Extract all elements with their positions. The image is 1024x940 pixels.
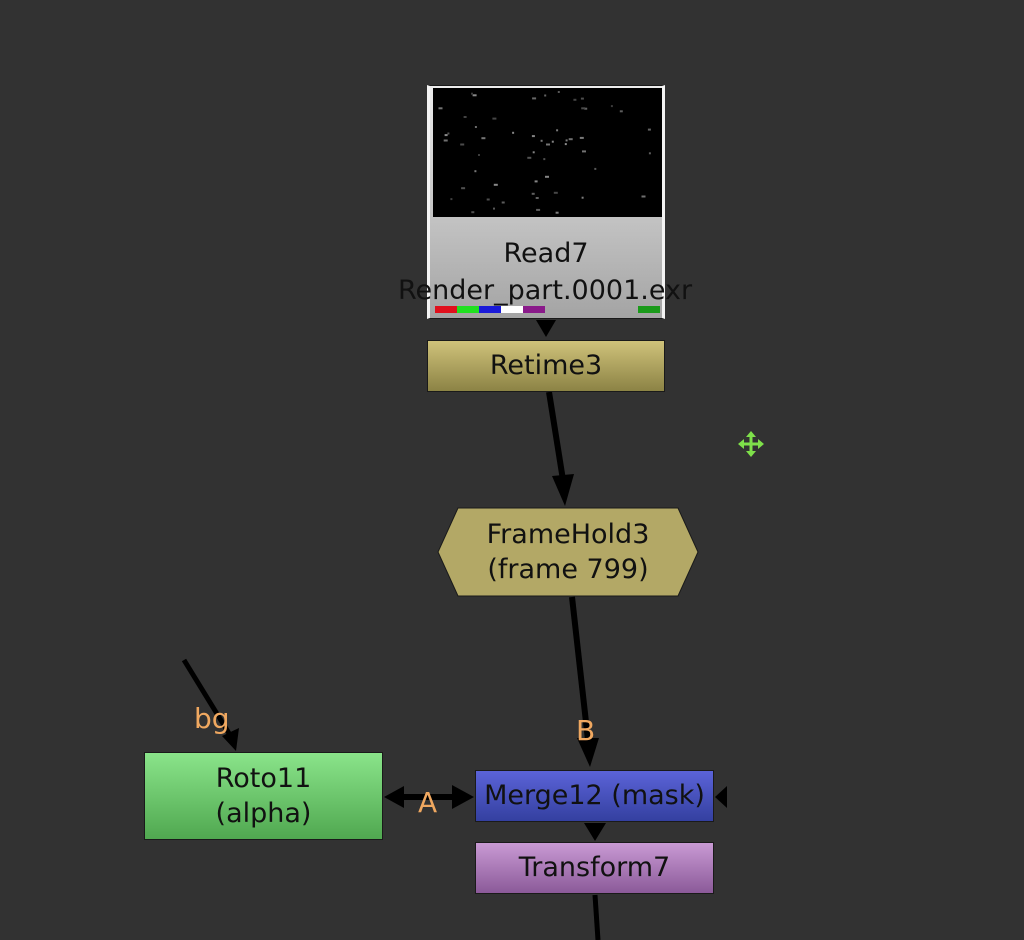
thumbnail-speck xyxy=(493,207,495,210)
channel-alpha xyxy=(501,306,523,313)
framehold-node-text: FrameHold3 (frame 799) xyxy=(438,508,698,596)
thumbnail-speck xyxy=(573,98,577,101)
thumbnail-speck xyxy=(527,156,532,159)
thumbnail-speck xyxy=(545,175,549,178)
thumbnail-speck xyxy=(444,134,448,137)
thumbnail-speck xyxy=(463,116,467,118)
framehold-node-sub: (frame 799) xyxy=(487,554,649,585)
thumbnail-speck xyxy=(551,140,554,143)
thumbnail-speck xyxy=(534,180,538,183)
thumbnail-speck xyxy=(535,197,539,199)
wire-bg-input[interactable] xyxy=(181,658,233,737)
thumbnail-speck xyxy=(460,143,465,146)
thumbnail-speck xyxy=(512,131,515,134)
roto-node-label: Roto11 xyxy=(215,762,312,794)
move-cursor-icon xyxy=(738,431,764,457)
channel-green xyxy=(457,306,479,313)
input-label-b: B xyxy=(576,714,596,747)
thumbnail-speck xyxy=(501,201,505,204)
thumbnail-speck xyxy=(565,139,568,142)
wire-bg-input-arrow xyxy=(222,728,239,751)
merge-node-label: Merge12 (mask) xyxy=(484,780,705,812)
thumbnail-speck xyxy=(556,129,559,132)
thumbnail-speck xyxy=(557,91,560,93)
thumbnail-speck xyxy=(536,208,541,211)
thumbnail-speck xyxy=(531,135,535,138)
thumbnail-speck xyxy=(568,138,573,141)
thumbnail-speck xyxy=(447,132,450,135)
channel-status-green xyxy=(638,306,660,313)
thumbnail-speck xyxy=(443,139,448,142)
thumbnail-speck xyxy=(546,143,550,146)
wire-read-to-retime[interactable] xyxy=(536,320,556,337)
wire-merge-to-transform[interactable] xyxy=(584,823,606,841)
retime-node-label: Retime3 xyxy=(489,350,603,382)
thumbnail-speck xyxy=(532,151,535,154)
thumbnail-speck xyxy=(580,97,584,100)
thumbnail-speck xyxy=(474,126,477,128)
thumbnail-speck xyxy=(544,94,547,97)
thumbnail-speck xyxy=(581,196,584,199)
wire-retime-to-framehold[interactable] xyxy=(546,391,566,481)
wire-transform-output[interactable] xyxy=(592,894,601,940)
thumbnail-speck xyxy=(461,187,466,190)
channel-red xyxy=(435,306,457,313)
wire-roto-to-merge-arrow-left xyxy=(384,786,404,808)
thumbnail-speck xyxy=(493,183,498,186)
thumbnail-speck xyxy=(438,107,443,110)
thumbnail-speck xyxy=(450,198,453,201)
thumbnail-speck xyxy=(486,198,490,201)
thumbnail-speck xyxy=(472,94,477,97)
framehold-node-label: FrameHold3 xyxy=(486,518,650,550)
thumbnail-speck xyxy=(555,211,559,214)
thumbnail-speck xyxy=(619,110,623,113)
read-thumbnail xyxy=(433,88,662,217)
wire-framehold-to-merge[interactable] xyxy=(569,596,591,741)
thumbnail-speck xyxy=(471,92,473,95)
thumbnail-speck xyxy=(532,97,537,100)
transform-node-label: Transform7 xyxy=(518,852,671,884)
thumbnail-speck xyxy=(647,128,651,131)
merge-mask-input-arrow[interactable] xyxy=(715,786,727,808)
channel-other xyxy=(523,306,545,313)
thumbnail-speck xyxy=(610,105,613,108)
thumbnail-speck xyxy=(553,191,558,194)
thumbnail-speck xyxy=(540,139,543,142)
thumbnail-speck xyxy=(481,137,486,140)
thumbnail-speck xyxy=(641,195,646,198)
thumbnail-speck xyxy=(531,192,535,195)
thumbnail-speck xyxy=(471,211,475,214)
thumbnail-speck xyxy=(582,150,586,153)
transform-node[interactable]: Transform7 xyxy=(475,842,714,894)
thumbnail-speck xyxy=(648,152,651,155)
thumbnail-speck xyxy=(594,167,597,170)
input-label-bg: bg xyxy=(194,702,230,735)
channel-indicator xyxy=(435,306,545,313)
thumbnail-speck xyxy=(543,158,546,161)
roto-node[interactable]: Roto11 (alpha) xyxy=(144,752,383,840)
thumbnail-speck xyxy=(478,154,480,156)
wire-roto-to-merge-arrow-right xyxy=(452,785,474,809)
roto-node-sub: (alpha) xyxy=(215,798,312,829)
read-node[interactable]: Read7 Render_part.0001.exr xyxy=(398,85,692,319)
thumbnail-speck xyxy=(492,117,497,120)
thumbnail-speck xyxy=(564,143,567,146)
read-node-label: Read7 xyxy=(503,238,589,269)
merge-node[interactable]: Merge12 (mask) xyxy=(475,770,714,822)
channel-blue xyxy=(479,306,501,313)
retime-node[interactable]: Retime3 xyxy=(427,340,665,392)
input-label-a: A xyxy=(418,786,438,819)
wire-framehold-to-merge-arrow xyxy=(577,738,599,767)
thumbnail-speck xyxy=(579,136,584,139)
thumbnail-speck xyxy=(581,107,586,110)
read-node-filename: Render_part.0001.exr xyxy=(397,275,693,306)
thumbnail-speck xyxy=(474,170,477,173)
thumbnail-speck xyxy=(584,107,588,110)
framehold-node[interactable] xyxy=(437,507,699,597)
wire-retime-to-framehold-arrow xyxy=(552,474,574,506)
